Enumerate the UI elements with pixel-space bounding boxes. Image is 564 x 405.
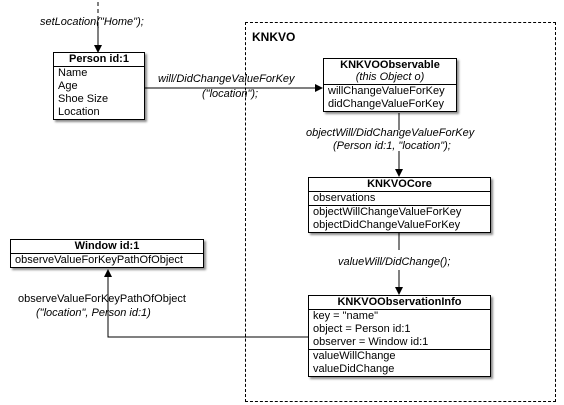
info-title: KNKVOObservationInfo — [309, 296, 490, 310]
knkvo-frame — [245, 22, 556, 402]
person-field: Shoe Size — [58, 93, 109, 105]
observation-info-box: KNKVOObservationInfo key = "name" object… — [308, 295, 491, 377]
info-field: observer = Window id:1 — [313, 336, 429, 348]
core-field: observations — [313, 192, 376, 204]
person-field: Location — [58, 106, 100, 118]
info-method: valueDidChange — [313, 363, 395, 375]
set-location-label: setLocation("Home"); — [40, 16, 144, 28]
observe-value-args: ("location", Person id:1) — [36, 307, 151, 319]
observable-box: KNKVOObservable (this Object o) willChan… — [323, 58, 457, 112]
observable-method: willChangeValueForKey — [328, 85, 445, 97]
person-title: Person id:1 — [54, 53, 144, 67]
core-method: objectWillChangeValueForKey — [309, 205, 490, 219]
info-field: key = "name" — [313, 310, 378, 322]
window-method: observeValueForKeyPathOfObject — [15, 254, 183, 266]
person-field: Name — [58, 67, 88, 79]
window-title: Window id:1 — [11, 240, 203, 254]
value-will-did-change-label: valueWill/DidChange(); — [338, 256, 451, 268]
info-to-window-arrow — [104, 269, 308, 338]
will-did-change-label: will/DidChangeValueForKey — [158, 73, 295, 85]
info-field: object = Person id:1 — [313, 323, 411, 335]
frame-title: KNKVO — [252, 30, 296, 44]
observable-title: KNKVOObservable — [340, 59, 440, 71]
window-box: Window id:1 observeValueForKeyPathOfObje… — [10, 239, 204, 268]
will-did-change-args: ("location"); — [202, 88, 259, 100]
object-will-did-change-label: objectWill/DidChangeValueForKey — [306, 127, 475, 139]
core-method: objectDidChangeValueForKey — [313, 219, 461, 231]
observable-method: didChangeValueForKey — [328, 98, 444, 110]
person-box: Person id:1 Name Age Shoe Size Location — [53, 52, 145, 120]
object-will-did-change-args: (Person id:1, "location"); — [333, 140, 451, 152]
observable-subtitle: (this Object o) — [324, 71, 456, 85]
core-title: KNKVOCore — [309, 178, 490, 192]
core-box: KNKVOCore observations objectWillChangeV… — [308, 177, 491, 233]
info-method: valueWillChange — [309, 349, 490, 363]
person-field: Age — [58, 80, 78, 92]
observe-value-label: observeValueForKeyPathOfObject — [18, 293, 186, 305]
